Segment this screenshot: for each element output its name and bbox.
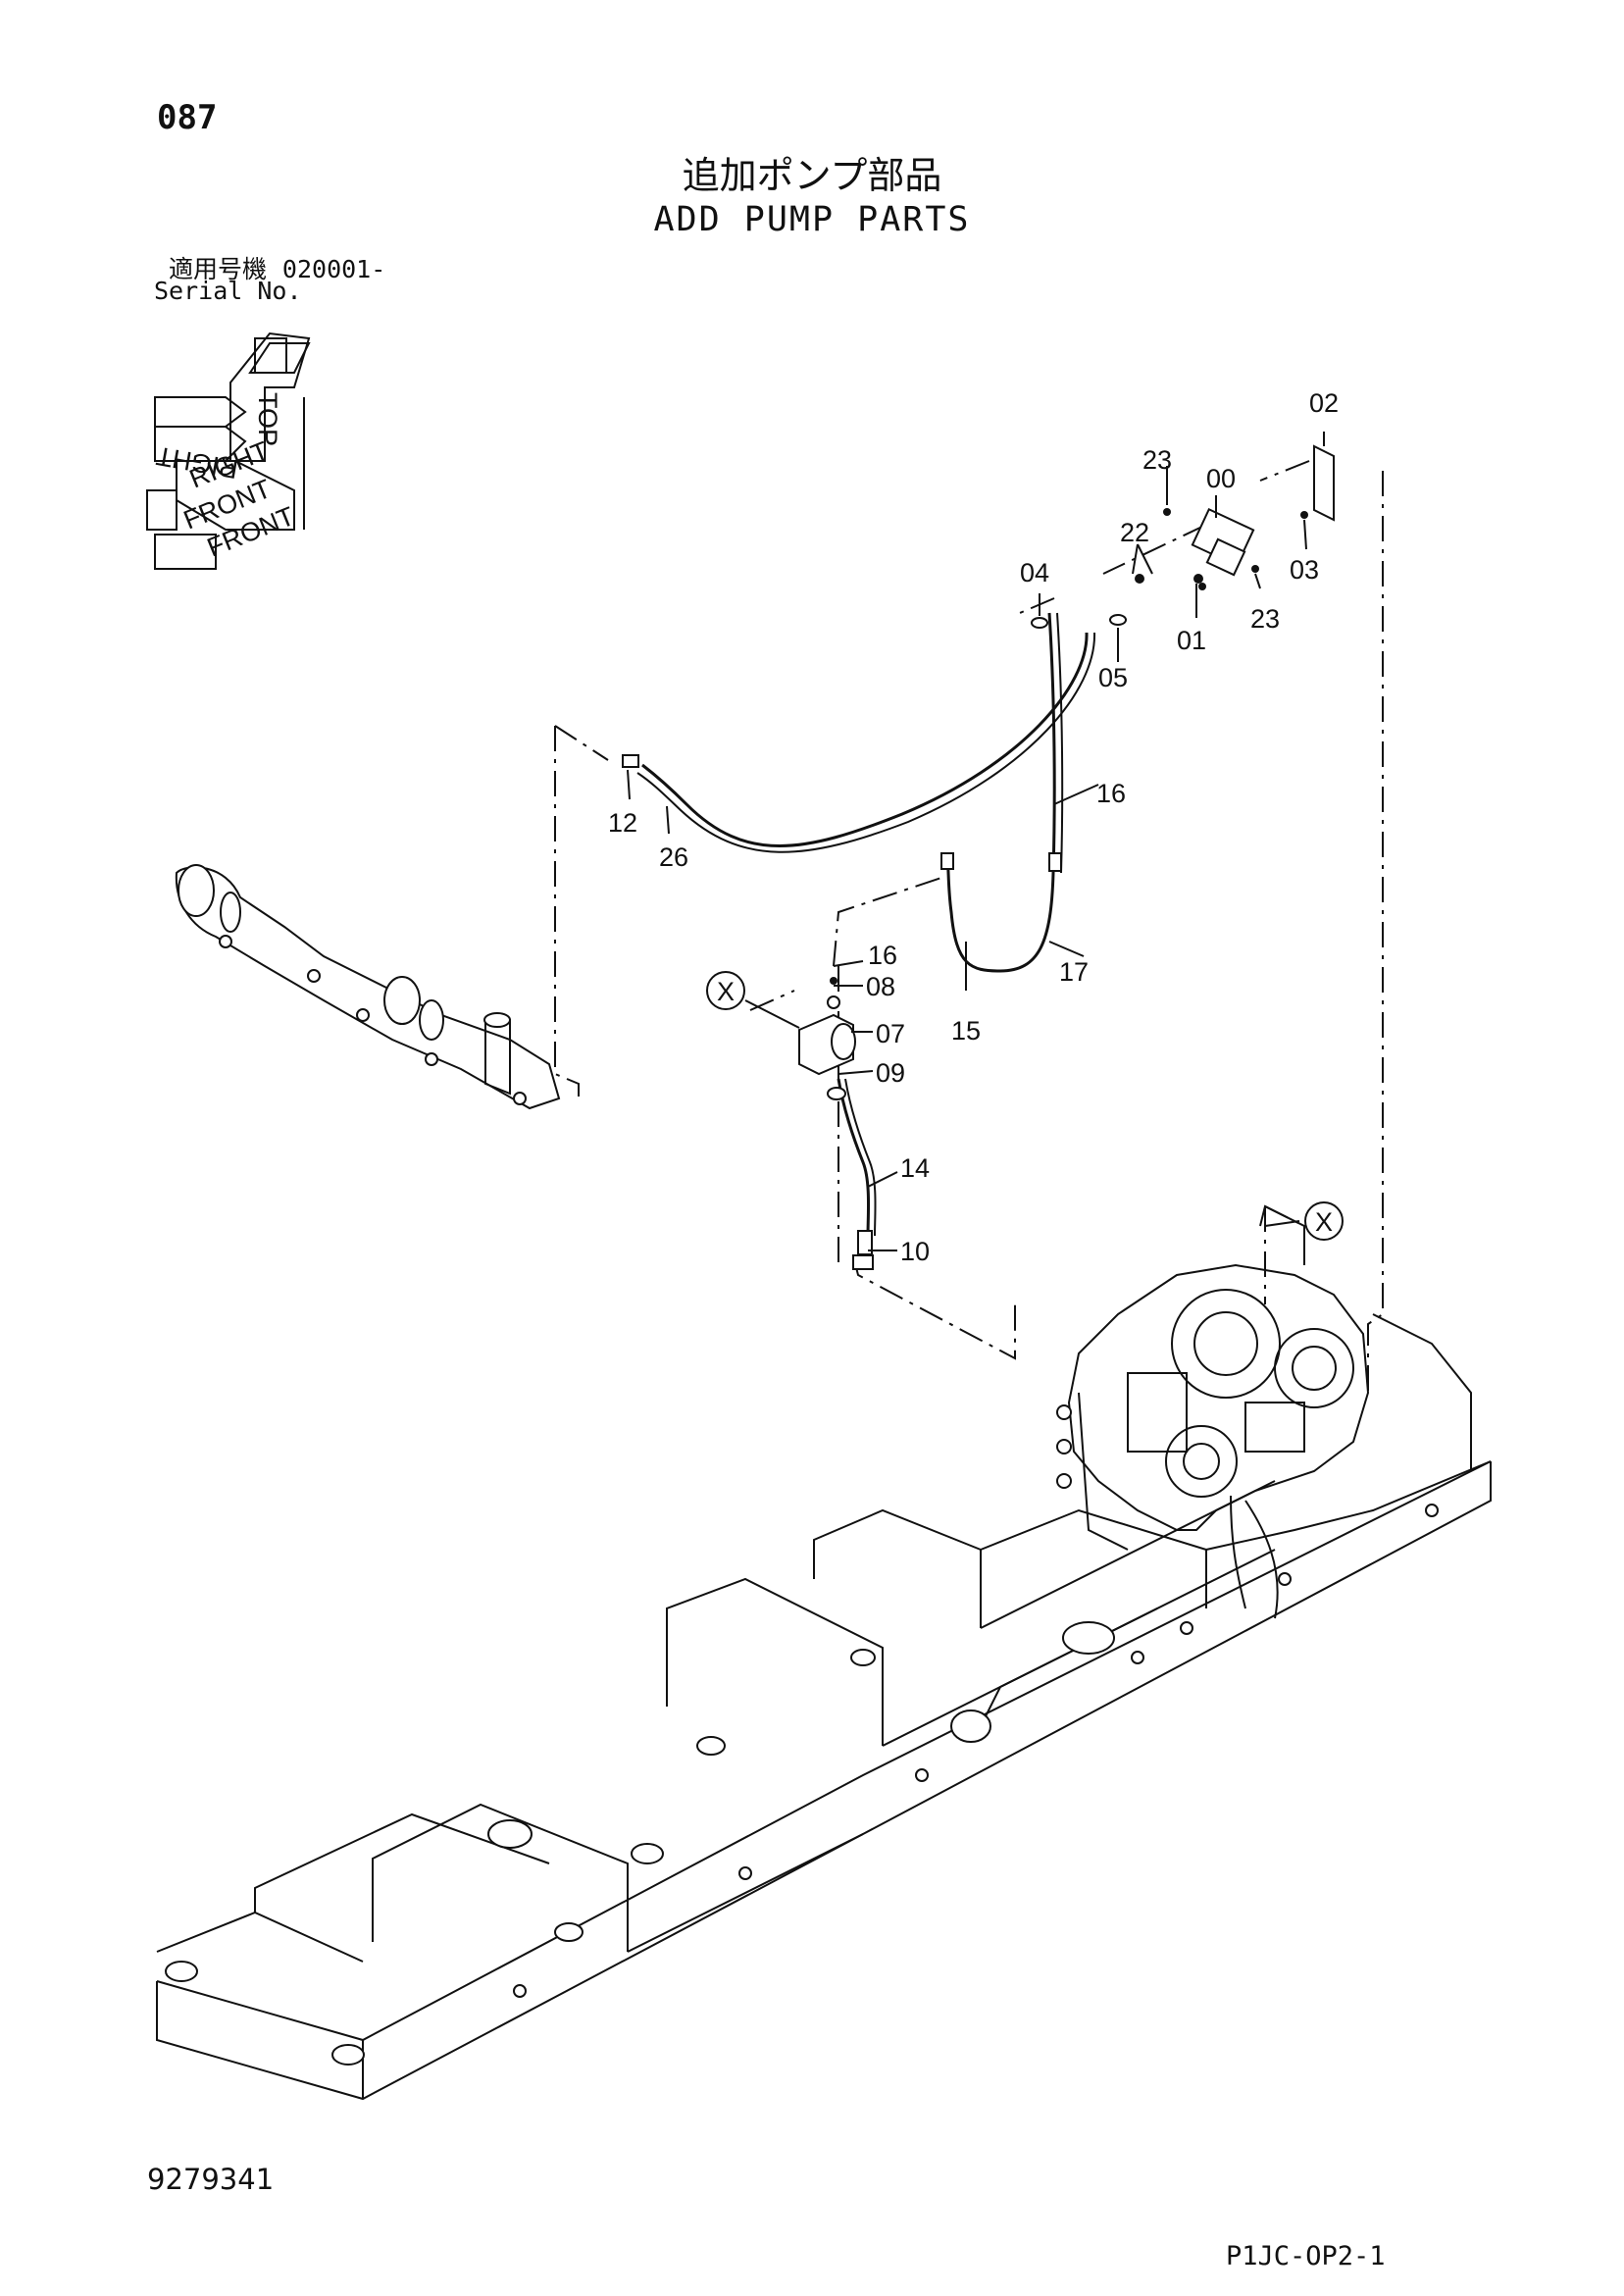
reference-marks: X X bbox=[706, 971, 1344, 1241]
callout-23-lower: 23 bbox=[1250, 604, 1280, 634]
connector-block bbox=[798, 977, 874, 1270]
callout-02: 02 bbox=[1309, 388, 1339, 418]
page-number: 087 bbox=[157, 98, 218, 137]
orientation-top-label: TOP bbox=[253, 392, 282, 446]
serial-number-label-english: Serial No. bbox=[154, 277, 302, 305]
callout-04: 04 bbox=[1020, 558, 1049, 587]
callout-08: 08 bbox=[866, 972, 895, 1001]
serial-number-label-japanese: 適用号機 020001- bbox=[169, 250, 385, 285]
reference-circle-left bbox=[706, 971, 745, 1010]
page-title-english: ADD PUMP PARTS bbox=[653, 200, 971, 239]
reference-mark-right: X bbox=[1315, 1207, 1333, 1237]
leader-lines bbox=[627, 432, 1325, 1251]
callout-05: 05 bbox=[1098, 663, 1128, 692]
reference-mark-left: X bbox=[717, 977, 735, 1006]
sheet-code: P1JC-OP2-1 bbox=[1226, 2241, 1386, 2271]
callout-10: 10 bbox=[900, 1237, 930, 1266]
callout-00: 00 bbox=[1206, 464, 1236, 493]
callout-16-upper: 16 bbox=[1096, 779, 1126, 808]
callout-01: 01 bbox=[1177, 626, 1206, 655]
callout-03: 03 bbox=[1290, 555, 1319, 585]
serial-from: 020001- bbox=[281, 255, 386, 283]
page-title-japanese: 追加ポンプ部品 bbox=[682, 154, 942, 197]
valve-assembly bbox=[1031, 444, 1335, 629]
part-callouts: 02 23 00 22 03 04 23 01 05 16 12 26 16 1… bbox=[608, 388, 1339, 1266]
callout-07: 07 bbox=[876, 1019, 905, 1048]
left-shaft-assembly bbox=[175, 864, 561, 1110]
callout-09: 09 bbox=[876, 1058, 905, 1088]
callout-23-upper: 23 bbox=[1142, 445, 1172, 475]
callout-14: 14 bbox=[900, 1153, 930, 1183]
callout-17: 17 bbox=[1059, 957, 1089, 987]
serial-label-ja: 適用号機 bbox=[169, 255, 268, 283]
callout-26: 26 bbox=[659, 842, 688, 872]
reference-circle-right bbox=[1304, 1201, 1344, 1241]
assembly-lines bbox=[554, 460, 1384, 1393]
callout-12: 12 bbox=[608, 808, 637, 838]
callout-16-lower: 16 bbox=[868, 941, 897, 970]
hose-lines bbox=[622, 612, 1096, 1255]
callout-15: 15 bbox=[951, 1016, 981, 1046]
callout-22: 22 bbox=[1120, 518, 1149, 547]
drawing-number: 9279341 bbox=[147, 2163, 275, 2196]
orientation-indicator: TOP RIGHT RIGHT FRONT FRONT bbox=[146, 332, 311, 570]
pump-assembly bbox=[1056, 1204, 1472, 1619]
chassis-frame bbox=[156, 1460, 1492, 2101]
